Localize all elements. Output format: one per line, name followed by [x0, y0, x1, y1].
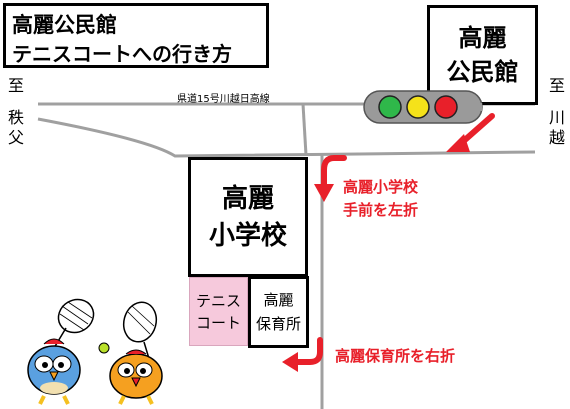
tennis-racket-icon: [53, 298, 95, 349]
tennis-court: テニス コート: [189, 277, 248, 346]
arrow-down-left-icon: [446, 113, 495, 152]
title-box: 高麗公民館 テニスコートへの行き方: [3, 3, 269, 68]
kominkan-label-2: 公民館: [446, 58, 519, 86]
mascot-orange-icon: [98, 301, 163, 405]
traffic-light-icon: [363, 90, 483, 124]
school-building: 高麗 小学校: [188, 157, 308, 277]
chichibu-1: 秩: [7, 108, 24, 127]
mascot-blue-icon: [27, 298, 95, 405]
school-label-2: 小学校: [208, 221, 287, 251]
kawagoe-1: 川: [548, 108, 565, 127]
tennis-racket-icon: [122, 301, 158, 363]
title-line-1: 高麗公民館: [12, 13, 117, 37]
tennis-label-1: テニス: [195, 292, 241, 310]
tennis-label-2: コート: [195, 314, 241, 332]
to-label-right: 至: [548, 76, 565, 95]
nursery-turn-arrow-icon: [282, 337, 323, 372]
kominkan-label-1: 高麗: [458, 24, 507, 52]
school-turn-line-1: 高麗小学校: [343, 178, 419, 196]
kominkan-building: 高麗 公民館: [427, 5, 538, 105]
nursery-turn-label: 高麗保育所を右折: [335, 347, 456, 365]
to-label-left: 至: [7, 76, 24, 95]
chichibu-2: 父: [7, 128, 24, 147]
nursery-label-2: 保育所: [255, 315, 301, 333]
school-turn-line-2: 手前を左折: [343, 201, 419, 219]
title-line-2: テニスコートへの行き方: [12, 42, 232, 66]
road-label: 県道15号川越日高線: [177, 94, 270, 105]
nursery-label-1: 高麗: [263, 291, 294, 309]
side-road-short: [301, 103, 308, 156]
nursery-building: 高麗 保育所: [248, 276, 309, 348]
school-turn-arrow-icon: [314, 155, 347, 202]
kawagoe-2: 越: [548, 128, 565, 147]
prefectural-road-bottom-edge: [37, 117, 536, 158]
school-label-1: 高麗: [221, 184, 274, 214]
